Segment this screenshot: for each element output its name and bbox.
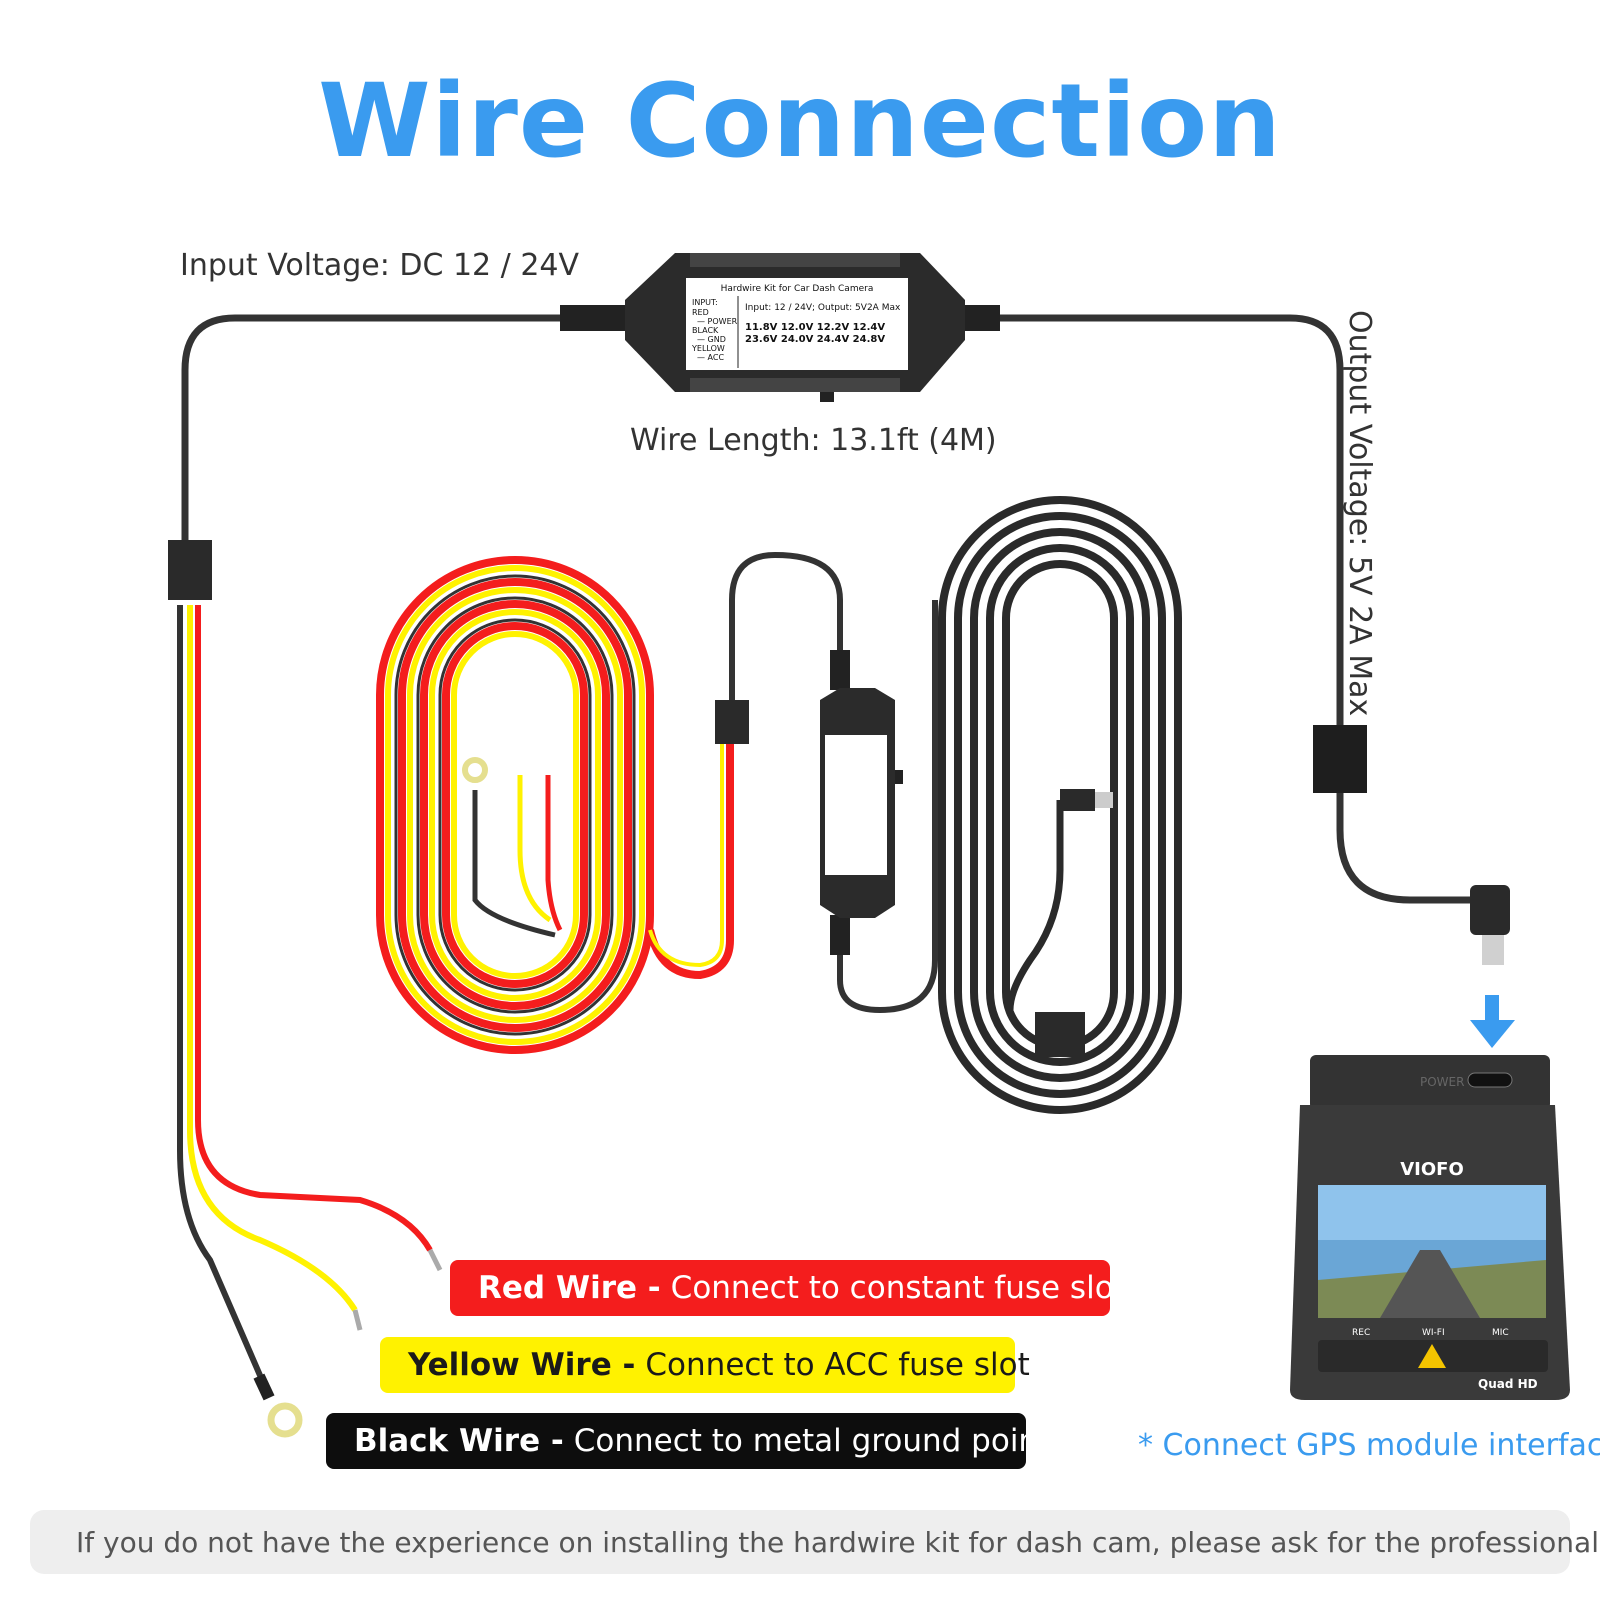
- converter-row2: 23.6V 24.0V 24.4V 24.8V: [745, 334, 885, 345]
- converter-row1: 11.8V 12.0V 12.2V 12.4V: [745, 322, 885, 333]
- warning-banner: If you do not have the experience on ins…: [30, 1510, 1600, 1574]
- yellow-wire-desc: Connect to ACC fuse slot: [645, 1347, 1030, 1383]
- output-cable-lower: [1336, 790, 1470, 904]
- black-wire-desc: Connect to metal ground point: [573, 1423, 1051, 1459]
- red-wire-desc: Connect to constant fuse slot: [670, 1270, 1126, 1306]
- converter-box: Hardwire Kit for Car Dash Camera INPUT: …: [560, 253, 1000, 402]
- red-wire-name: Red Wire -: [478, 1270, 661, 1306]
- yellow-wire-label: Yellow Wire - Connect to ACC fuse slot: [380, 1337, 1030, 1393]
- converter-heading: Hardwire Kit for Car Dash Camera: [721, 284, 874, 294]
- ring-terminal-icon: [253, 1373, 303, 1438]
- camera-quad-hd-label: Quad HD: [1478, 1377, 1538, 1391]
- converter-yellow: YELLOW: [691, 344, 725, 353]
- black-wire-label: Black Wire - Connect to metal ground poi…: [326, 1413, 1050, 1469]
- camera-mic-label: MIC: [1492, 1328, 1509, 1338]
- converter-black: BLACK: [692, 326, 719, 335]
- camera-brand: VIOFO: [1400, 1159, 1464, 1180]
- black-wire-name: Black Wire -: [354, 1423, 564, 1459]
- converter-acc: — ACC: [697, 353, 724, 362]
- camera-wifi-label: WI-FI: [1422, 1328, 1445, 1338]
- camera-power-label: POWER: [1420, 1075, 1464, 1089]
- red-wire-label: Red Wire - Connect to constant fuse slot: [450, 1260, 1126, 1316]
- ferrite-bead: [1313, 725, 1367, 793]
- converter-io: Input: 12 / 24V; Output: 5V2A Max: [745, 303, 901, 313]
- converter-gnd: — GND: [697, 335, 726, 344]
- converter-input-key: INPUT:: [692, 298, 718, 307]
- converter-power: — POWER: [697, 317, 738, 326]
- coiled-power-wire: [376, 556, 734, 1054]
- output-cable: [1000, 314, 1344, 725]
- converter-box-small: [820, 650, 903, 955]
- usb-plug-icon: [1006, 789, 1113, 1057]
- inline-connector: [168, 540, 212, 600]
- gps-note: * Connect GPS module interface: [1138, 1428, 1600, 1463]
- page-title: Wire Connection: [318, 62, 1282, 181]
- camera-rec-label: REC: [1352, 1328, 1370, 1338]
- down-arrow-icon: [1470, 995, 1515, 1048]
- wire-length-label: Wire Length: 13.1ft (4M): [630, 423, 997, 458]
- dash-camera: POWER VIOFO REC WI-FI MIC Quad HD: [1290, 1055, 1570, 1400]
- usb-c-plug-icon: [1470, 885, 1510, 965]
- warning-text: If you do not have the experience on ins…: [76, 1525, 1600, 1559]
- main-cable: [181, 314, 560, 540]
- input-voltage-label: Input Voltage: DC 12 / 24V: [180, 248, 580, 283]
- converter-red: RED: [692, 308, 709, 317]
- yellow-wire-name: Yellow Wire -: [408, 1347, 636, 1383]
